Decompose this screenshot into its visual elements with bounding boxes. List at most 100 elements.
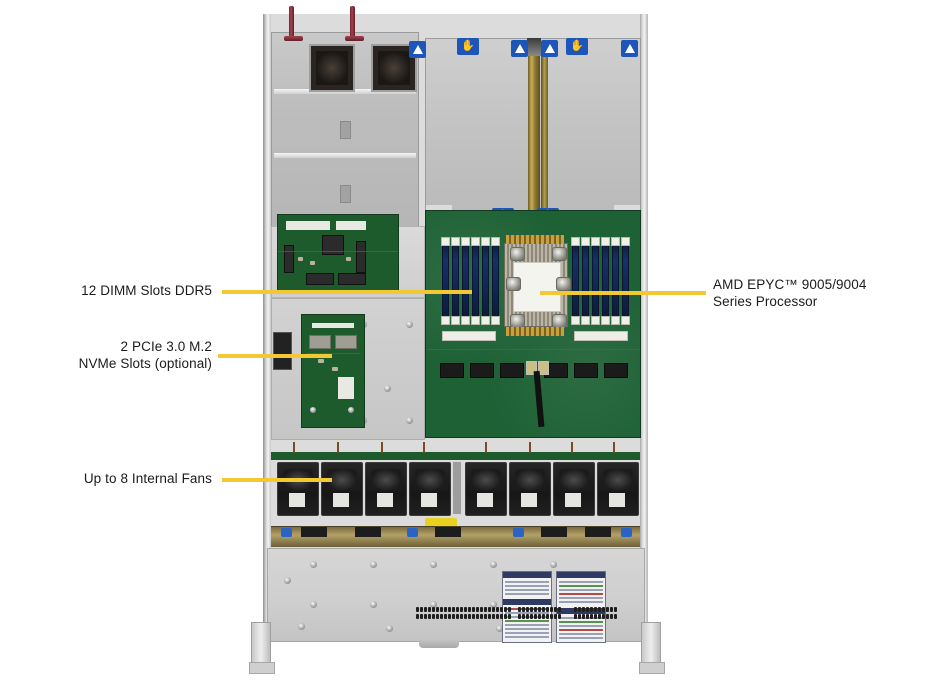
server-photo: ✋ ✋ ✋ ✋	[249, 6, 665, 682]
vent-hole	[550, 614, 553, 619]
vent-hole	[492, 614, 495, 619]
psu-handle-1	[289, 6, 294, 40]
vent-hole	[452, 607, 455, 612]
blue-arrow-label-2	[511, 40, 528, 57]
psu-fan-opening-2	[371, 44, 417, 92]
vent-hole	[492, 607, 495, 612]
vent-hole	[526, 607, 529, 612]
vent-hole	[472, 614, 475, 619]
vent-hole	[484, 607, 487, 612]
vent-hole	[496, 614, 499, 619]
heatsink-screw	[510, 247, 525, 261]
vent-hole	[460, 614, 463, 619]
backplane-connector	[281, 528, 292, 537]
vent-hole	[526, 614, 529, 619]
vent-hole	[602, 607, 605, 612]
internal-fan	[277, 462, 319, 516]
vent-hole	[420, 614, 423, 619]
triangle-up-icon	[544, 44, 555, 53]
vent-hole	[468, 614, 471, 619]
vent-hole	[500, 614, 503, 619]
vent-hole	[444, 607, 447, 612]
vent-hole	[504, 607, 507, 612]
dimm-slot	[462, 245, 469, 317]
m2-nvme-card	[301, 314, 365, 428]
vent-hole	[452, 614, 455, 619]
service-hand-icon: ✋	[570, 40, 584, 52]
vent-hole	[464, 614, 467, 619]
dimm-slot	[482, 245, 489, 317]
vent-hole	[508, 614, 511, 619]
vent-hole	[542, 607, 545, 612]
backplane-connector	[621, 528, 632, 537]
vent-hole	[428, 614, 431, 619]
service-hand-icon: ✋	[461, 40, 475, 52]
rear-io-port	[273, 332, 292, 370]
vent-hole	[480, 607, 483, 612]
vent-hole	[582, 607, 585, 612]
expansion-connector	[470, 363, 494, 378]
vent-hole	[484, 614, 487, 619]
cpu-heatsink	[504, 243, 568, 327]
callout-dimm-label: 12 DIMM Slots DDR5	[81, 283, 212, 298]
vent-hole	[614, 607, 617, 612]
vent-hole	[522, 614, 525, 619]
triangle-up-icon	[514, 44, 525, 53]
vent-hole	[530, 607, 533, 612]
internal-fan	[597, 462, 639, 516]
vent-hole	[594, 607, 597, 612]
vent-hole	[472, 607, 475, 612]
vent-hole	[496, 607, 499, 612]
server-chassis: ✋ ✋ ✋ ✋	[249, 6, 665, 674]
backplane-connector	[513, 528, 524, 537]
vent-hole	[504, 614, 507, 619]
vent-hole	[432, 607, 435, 612]
vent-hole	[456, 607, 459, 612]
front-panel	[267, 548, 645, 643]
vent-hole	[440, 607, 443, 612]
vent-hole	[468, 607, 471, 612]
internal-fan	[553, 462, 595, 516]
vent-hole	[448, 607, 451, 612]
vent-hole	[424, 607, 427, 612]
psu-handle-bar-1	[284, 36, 303, 41]
dimm-slot	[622, 245, 629, 317]
callout-m2-label: 2 PCIe 3.0 M.2 NVMe Slots (optional)	[78, 339, 212, 371]
vent-hole	[578, 607, 581, 612]
chassis-release-tab[interactable]	[425, 518, 457, 527]
backplane-connector	[407, 528, 418, 537]
vent-hole	[416, 607, 419, 612]
motherboard	[425, 210, 641, 438]
fan-backplane	[271, 452, 640, 460]
dimm-slot	[572, 245, 579, 317]
vent-hole	[542, 614, 545, 619]
vent-hole	[476, 614, 479, 619]
vent-hole	[522, 607, 525, 612]
vent-hole	[554, 614, 557, 619]
vent-hole	[436, 614, 439, 619]
vent-hole	[602, 614, 605, 619]
vent-hole	[574, 607, 577, 612]
vent-hole	[534, 607, 537, 612]
vent-hole	[606, 614, 609, 619]
vent-hole	[546, 607, 549, 612]
leader-line-cpu	[540, 291, 706, 295]
leader-line-m2	[218, 354, 332, 358]
heatsink-screw	[552, 247, 567, 261]
heatsink-screw	[506, 277, 521, 291]
vent-hole	[428, 607, 431, 612]
vent-hole	[610, 614, 613, 619]
vent-hole	[476, 607, 479, 612]
pcie-retention-clip	[527, 38, 541, 56]
blue-service-label-2: ✋	[566, 38, 588, 55]
vent-hole	[444, 614, 447, 619]
vent-hole	[518, 607, 521, 612]
vent-hole	[594, 614, 597, 619]
vent-hole	[420, 607, 423, 612]
vent-hole	[416, 614, 419, 619]
rack-ear-foot-left	[249, 662, 275, 674]
chassis-rail-right	[639, 14, 648, 636]
vent-hole	[508, 607, 511, 612]
blue-arrow-label-1	[409, 41, 426, 58]
vent-hole	[500, 607, 503, 612]
